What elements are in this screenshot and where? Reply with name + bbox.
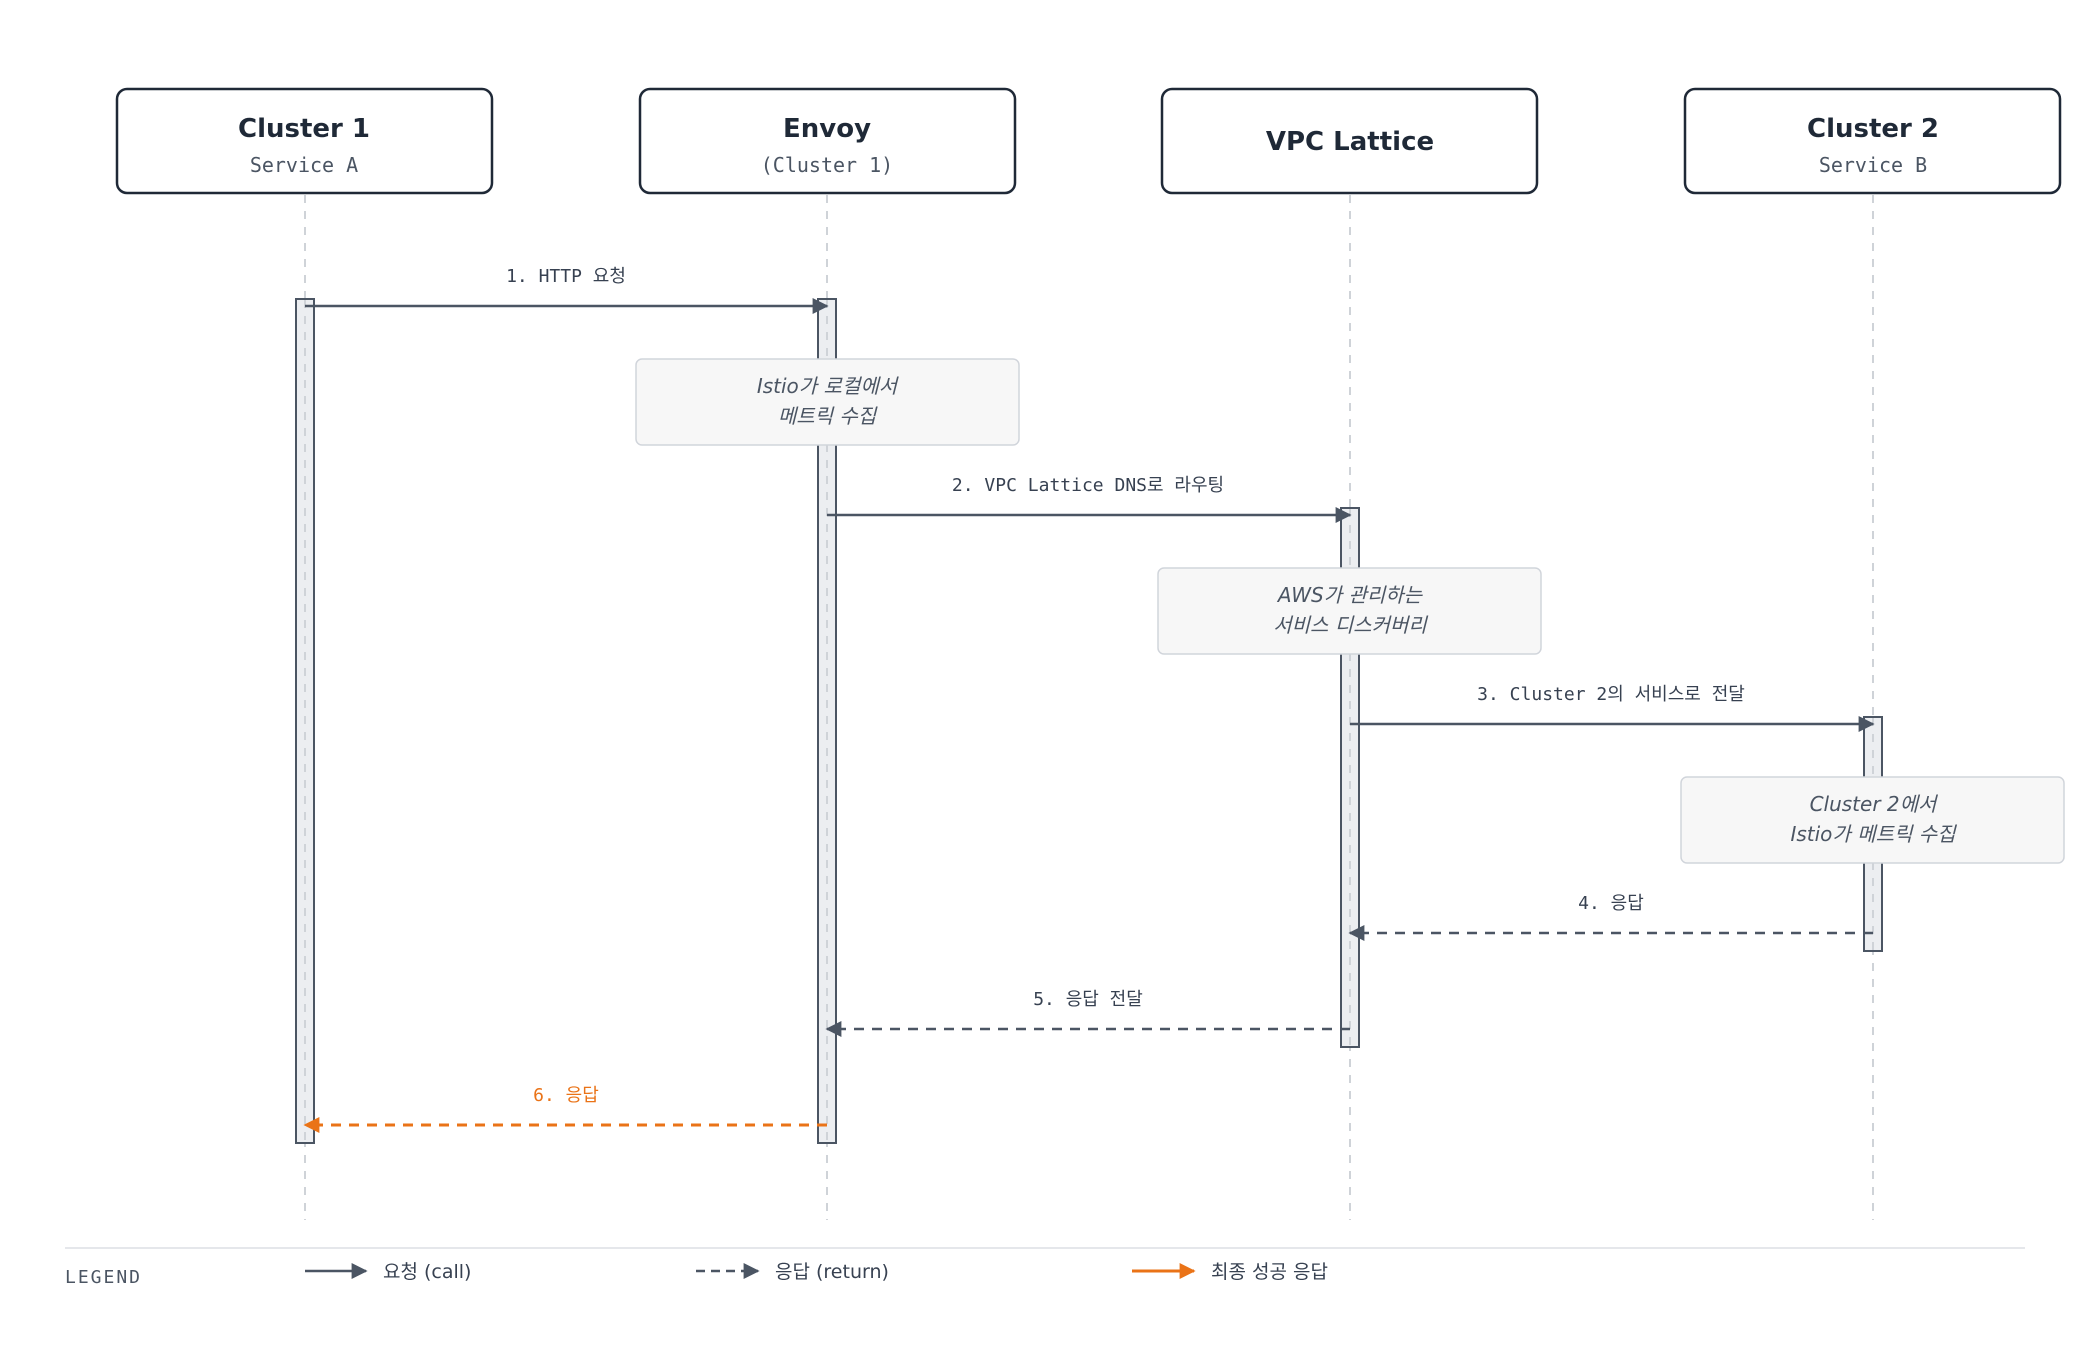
actor-envoy: Envoy (Cluster 1) [638,87,1017,195]
message-label: 2. VPC Lattice DNS로 라우팅 [952,475,1224,496]
message-6: 6. 응답 [303,1085,827,1133]
note-vpc-lattice: AWS가 관리하는 서비스 디스커버리 [1157,567,1542,655]
message-label: 1. HTTP 요청 [506,266,626,287]
actor-title: Envoy [783,114,871,144]
note-line: Cluster 2에서 [1810,792,1939,816]
note-envoy: Istio가 로컬에서 메트릭 수집 [635,358,1020,446]
message-label: 4. 응답 [1578,893,1644,914]
actor-title: Cluster 2 [1807,114,1939,144]
note-cluster2: Cluster 2에서 Istio가 메트릭 수집 [1680,776,2065,864]
actor-title: VPC Lattice [1266,127,1434,157]
note-line: Istio가 로컬에서 [757,374,900,398]
message-label: 5. 응답 전달 [1033,989,1143,1010]
actor-subtitle: Service A [250,153,358,177]
message-label: 3. Cluster 2의 서비스로 전달 [1477,684,1745,705]
message-3: 3. Cluster 2의 서비스로 전달 [1350,684,1875,732]
legend-success-label: 최종 성공 응답 [1211,1261,1328,1283]
note-line: AWS가 관리하는 [1276,583,1424,607]
message-5: 5. 응답 전달 [825,989,1350,1037]
actor-vpc-lattice: VPC Lattice [1160,87,1539,195]
message-1: 1. HTTP 요청 [305,266,829,314]
actor-subtitle: (Cluster 1) [761,153,893,177]
legend-call-label: 요청 (call) [383,1261,471,1283]
message-4: 4. 응답 [1348,893,1873,941]
actor-title: Cluster 1 [238,114,370,144]
actor-cluster2: Cluster 2 Service B [1683,87,2062,195]
message-2: 2. VPC Lattice DNS로 라우팅 [827,475,1352,523]
actor-cluster1: Cluster 1 Service A [115,87,494,195]
legend-return-label: 응답 (return) [775,1261,889,1283]
note-line: Istio가 메트릭 수집 [1790,822,1957,846]
actor-subtitle: Service B [1819,153,1927,177]
message-label: 6. 응답 [533,1085,599,1106]
note-line: 서비스 디스커버리 [1273,613,1428,637]
legend: LEGEND 요청 (call) 응답 (return) 최종 성공 응답 [65,1247,2025,1288]
legend-title: LEGEND [65,1267,142,1288]
note-line: 메트릭 수집 [778,404,878,428]
